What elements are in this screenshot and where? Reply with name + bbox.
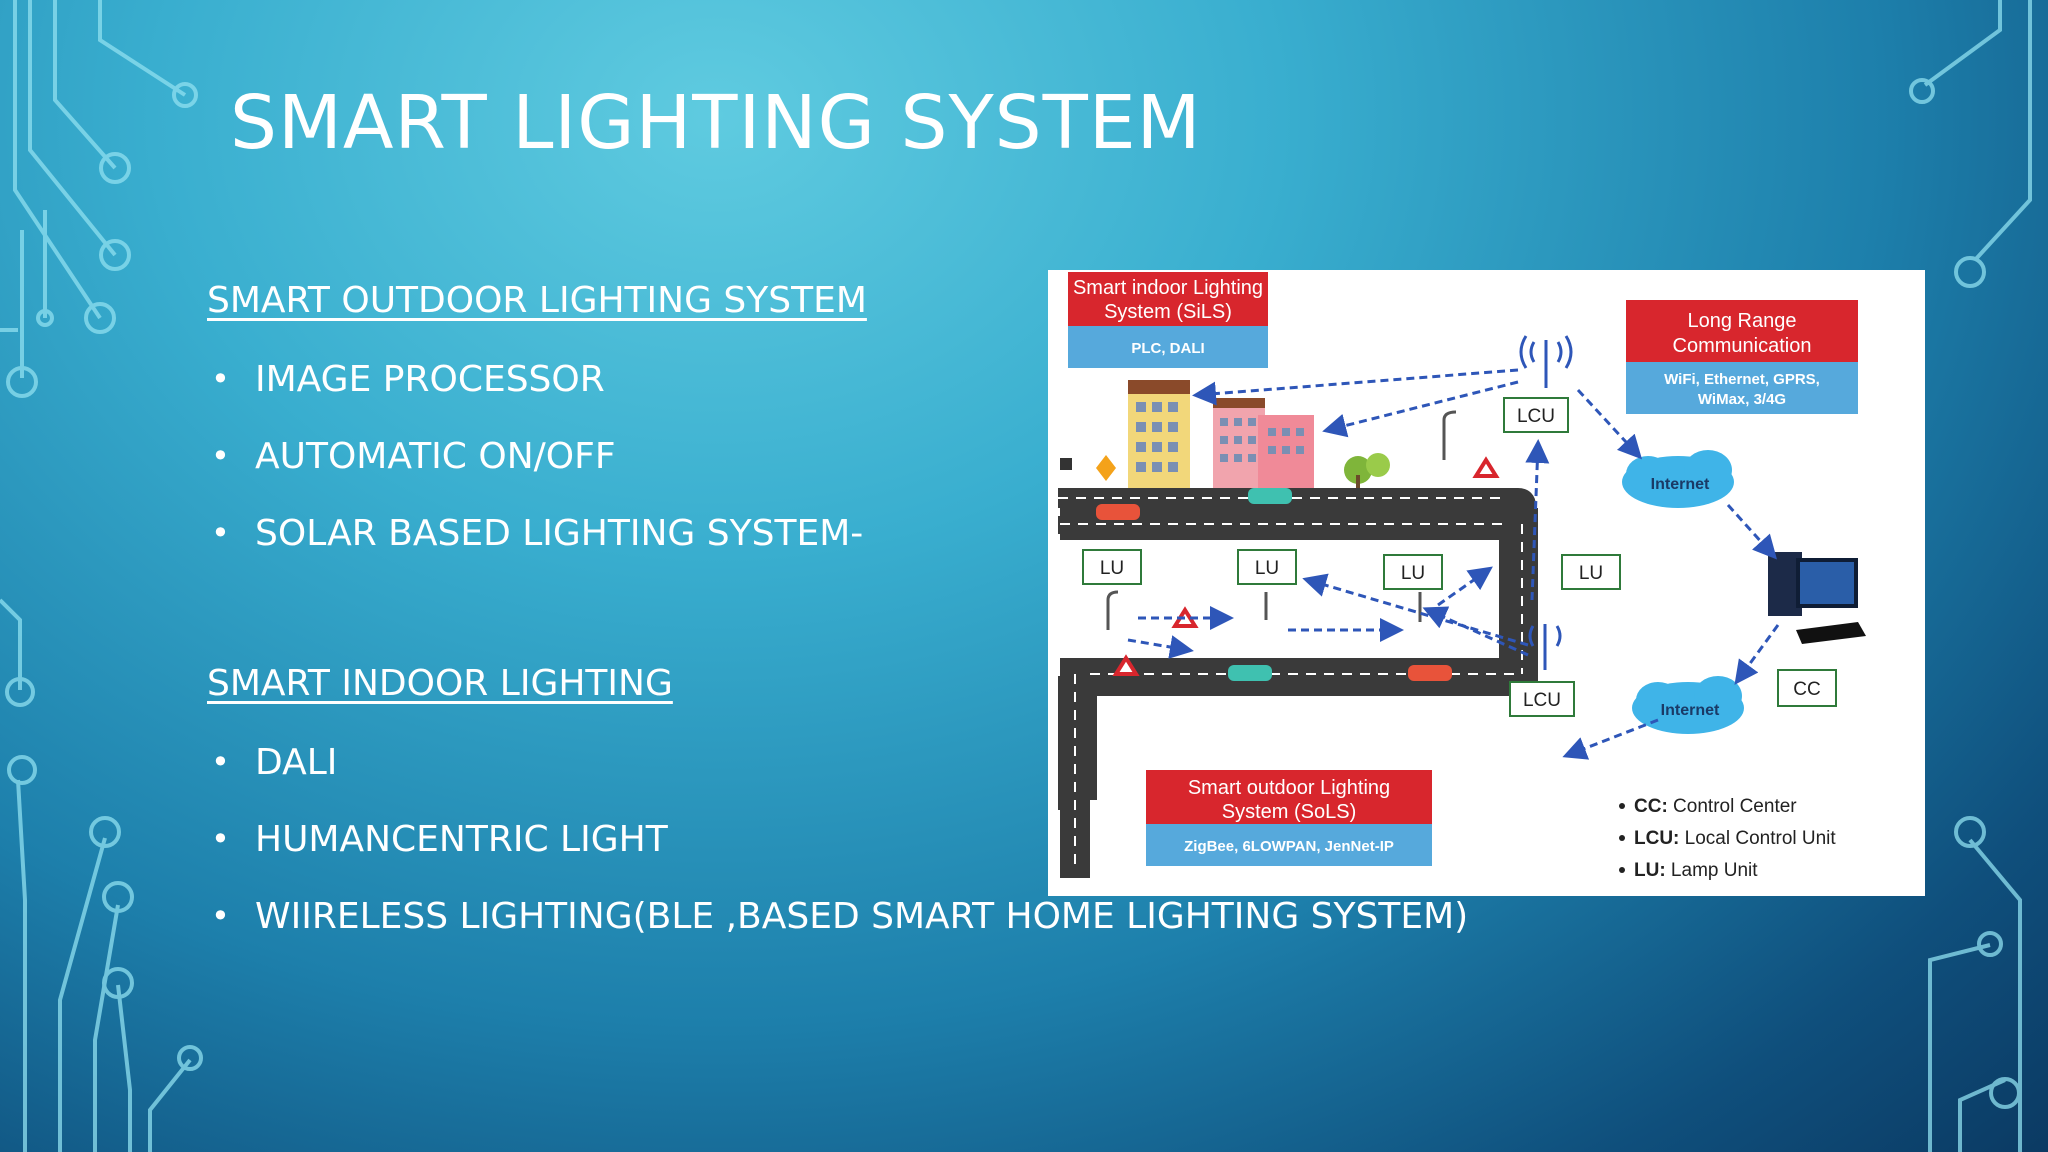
svg-text:PLC, DALI: PLC, DALI — [1131, 340, 1204, 357]
bullet-icon: • — [211, 360, 230, 398]
svg-text:ZigBee, 6LOWPAN, JenNet-IP: ZigBee, 6LOWPAN, JenNet-IP — [1184, 838, 1394, 855]
car-icon — [1096, 488, 1452, 681]
bullet-icon: • — [211, 820, 230, 858]
cc-box: CC — [1777, 669, 1837, 707]
svg-text:LU: LU — [1401, 563, 1425, 584]
svg-text:LCU: LCU — [1523, 690, 1561, 711]
svg-text:Internet: Internet — [1651, 476, 1710, 493]
svg-text:LU: LU — [1100, 558, 1124, 579]
svg-text:LU: Lamp Unit: LU: Lamp Unit — [1634, 860, 1758, 881]
internet-cloud-icon: Internet Internet — [1622, 450, 1744, 734]
list-item: •WIIRELESS LIGHTING(BLE ,BASED SMART HOM… — [207, 878, 1468, 955]
svg-text:CC: CC — [1793, 679, 1820, 700]
bullet-icon: • — [211, 897, 230, 935]
sols-box: Smart outdoor Lighting System (SoLS) Zig… — [1146, 770, 1432, 866]
svg-text:Internet: Internet — [1661, 702, 1720, 719]
outdoor-list: •IMAGE PROCESSOR •AUTOMATIC ON/OFF •SOLA… — [207, 341, 863, 572]
road-top — [1058, 488, 1538, 878]
list-item: •HUMANCENTRIC LIGHT — [207, 801, 1468, 878]
slide-title: SMART LIGHTING SYSTEM — [230, 80, 1202, 166]
smart-lighting-diagram: Smart indoor Lighting System (SiLS) PLC,… — [1048, 270, 1925, 896]
svg-text:Communication: Communication — [1673, 335, 1812, 357]
list-item: •IMAGE PROCESSOR — [207, 341, 863, 418]
svg-text:LCU: LCU — [1517, 406, 1555, 427]
svg-text:WiMax, 3/4G: WiMax, 3/4G — [1698, 391, 1786, 408]
buildings-icon — [1060, 380, 1390, 493]
svg-text:LCU: Local Control Unit: LCU: Local Control Unit — [1634, 828, 1836, 849]
long-range-box: Long Range Communication WiFi, Ethernet,… — [1626, 300, 1858, 414]
computer-icon — [1768, 552, 1866, 644]
outdoor-heading: SMART OUTDOOR LIGHTING SYSTEM — [207, 280, 867, 321]
bullet-icon: • — [211, 743, 230, 781]
svg-text:Smart outdoor Lighting: Smart outdoor Lighting — [1188, 777, 1390, 799]
bullet-icon: • — [211, 514, 230, 552]
lamp-post-icon — [1106, 410, 1457, 630]
sils-box: Smart indoor Lighting System (SiLS) PLC,… — [1068, 272, 1268, 368]
svg-text:System (SoLS): System (SoLS) — [1222, 801, 1356, 823]
svg-text:LU: LU — [1255, 558, 1279, 579]
indoor-list: •DALI •HUMANCENTRIC LIGHT •WIIRELESS LIG… — [207, 724, 1468, 955]
list-item: •SOLAR BASED LIGHTING SYSTEM- — [207, 495, 863, 572]
list-item: •AUTOMATIC ON/OFF — [207, 418, 863, 495]
diagram-legend: CC: Control Center LCU: Local Control Un… — [1619, 796, 1836, 881]
lcu-box: LCU LCU — [1503, 397, 1575, 717]
list-item: •DALI — [207, 724, 1468, 801]
svg-text:Smart indoor Lighting: Smart indoor Lighting — [1073, 277, 1263, 299]
svg-text:Long Range: Long Range — [1688, 310, 1797, 332]
bullet-icon: • — [211, 437, 230, 475]
lu-box: LU LU LU LU — [1082, 549, 1621, 590]
lcu-antenna-icon — [1519, 335, 1573, 670]
svg-text:System (SiLS): System (SiLS) — [1104, 301, 1232, 323]
connection-arrows — [1127, 368, 1780, 760]
svg-text:WiFi, Ethernet, GPRS,: WiFi, Ethernet, GPRS, — [1664, 371, 1820, 388]
indoor-heading: SMART INDOOR LIGHTING — [207, 663, 673, 704]
svg-text:CC: Control Center: CC: Control Center — [1634, 796, 1797, 817]
svg-text:LU: LU — [1579, 563, 1603, 584]
